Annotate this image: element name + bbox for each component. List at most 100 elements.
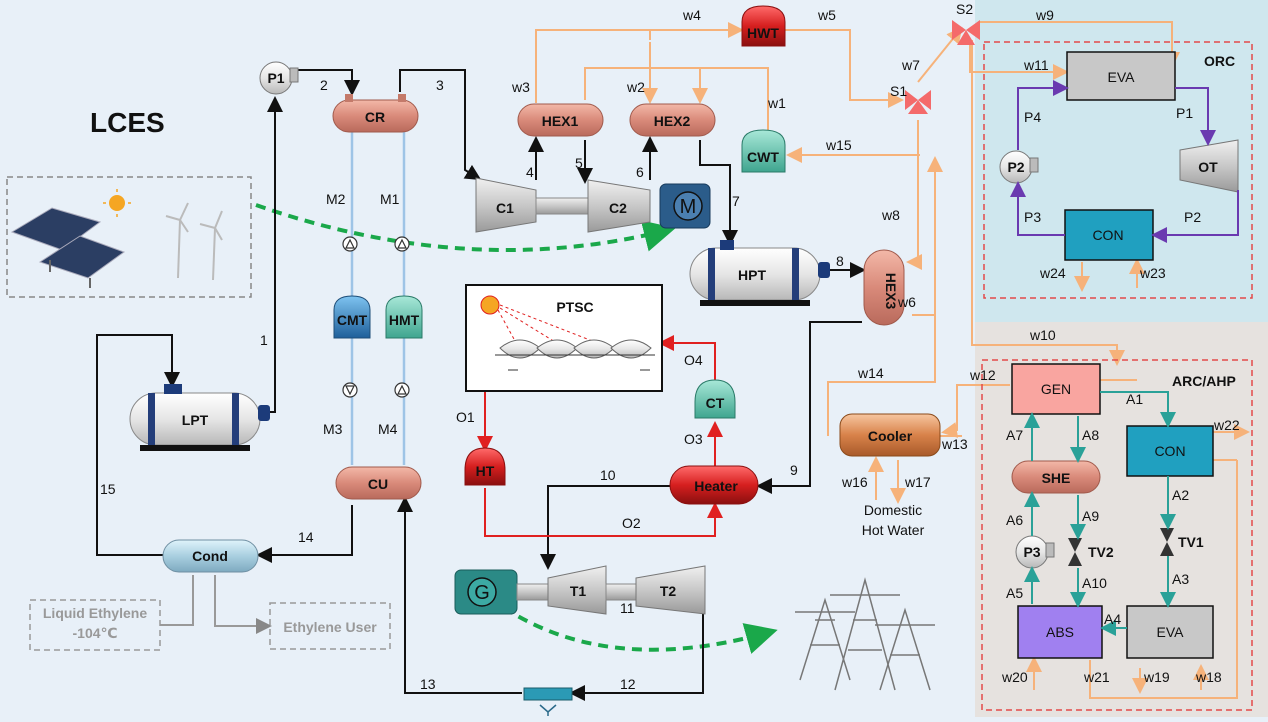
compressor-c2: C2 <box>587 179 651 233</box>
heat-exchanger-cu: CU <box>335 466 422 500</box>
svg-text:HEX3: HEX3 <box>883 273 899 310</box>
m-pumps <box>342 236 410 398</box>
hot-medium-tank-hmt: HMT <box>385 295 423 339</box>
svg-text:w6: w6 <box>897 294 916 310</box>
svg-text:Heater: Heater <box>694 478 738 494</box>
svg-text:P2: P2 <box>1007 159 1024 175</box>
svg-text:Cond: Cond <box>192 548 228 564</box>
oil-lines <box>477 335 723 537</box>
splitter-s2: S2 <box>952 1 980 45</box>
svg-text:A10: A10 <box>1082 575 1107 591</box>
svg-text:M2: M2 <box>326 191 346 207</box>
svg-text:G: G <box>474 582 490 604</box>
heat-exchanger-hex3: HEX3 <box>863 249 905 326</box>
svg-text:13: 13 <box>420 676 436 692</box>
svg-text:8: 8 <box>836 253 844 269</box>
arc-generator: GEN <box>1011 363 1101 415</box>
arc-absorber: ABS <box>1017 605 1103 659</box>
svg-text:O3: O3 <box>684 431 703 447</box>
svg-text:A4: A4 <box>1104 611 1121 627</box>
svg-text:w15: w15 <box>825 137 852 153</box>
svg-text:CT: CT <box>706 395 725 411</box>
process-lines <box>96 69 866 701</box>
pump-p1: P1 <box>259 61 299 95</box>
svg-text:A6: A6 <box>1006 512 1023 528</box>
svg-text:P3: P3 <box>1023 544 1040 560</box>
svg-text:15: 15 <box>100 481 116 497</box>
svg-text:w18: w18 <box>1195 669 1222 685</box>
svg-text:M: M <box>680 196 697 218</box>
arc-pump-p3: P3 <box>1015 535 1055 569</box>
svg-text:Cooler: Cooler <box>868 428 913 444</box>
svg-text:9: 9 <box>790 462 798 478</box>
svg-text:P3: P3 <box>1024 209 1041 225</box>
svg-text:10: 10 <box>600 467 616 483</box>
hot-water-lines <box>535 21 1250 699</box>
sun-icon <box>103 189 131 217</box>
svg-text:A9: A9 <box>1082 508 1099 524</box>
svg-text:7: 7 <box>732 193 740 209</box>
svg-text:11: 11 <box>620 600 635 616</box>
svg-text:w7: w7 <box>901 57 920 73</box>
svg-text:w24: w24 <box>1039 265 1066 281</box>
svg-text:EVA: EVA <box>1157 624 1185 640</box>
ethylene-user-label: Ethylene User <box>283 619 377 635</box>
svg-text:w20: w20 <box>1001 669 1028 685</box>
svg-text:HEX1: HEX1 <box>542 113 579 129</box>
cold-tank-ct: CT <box>694 379 736 419</box>
svg-text:ABS: ABS <box>1046 624 1074 640</box>
svg-text:O1: O1 <box>456 409 475 425</box>
svg-text:TV1: TV1 <box>1178 534 1204 550</box>
svg-text:w4: w4 <box>682 7 701 23</box>
svg-text:SHE: SHE <box>1042 470 1071 486</box>
compressor-c1: C1 <box>475 177 589 233</box>
svg-text:HWT: HWT <box>747 25 779 41</box>
svg-text:CU: CU <box>368 476 388 492</box>
svg-text:HMT: HMT <box>389 312 420 328</box>
collector-troughs <box>495 339 655 371</box>
air-cooler-icon <box>523 687 573 716</box>
svg-text:A2: A2 <box>1172 487 1189 503</box>
svg-text:P4: P4 <box>1024 109 1041 125</box>
turbine-t1: T1 <box>516 565 607 615</box>
ethylene-lines <box>160 575 272 634</box>
svg-text:P1: P1 <box>267 70 284 86</box>
svg-text:A7: A7 <box>1006 427 1023 443</box>
arc-valve-tv1: TV1 <box>1160 528 1204 556</box>
arc-title: ARC/AHP <box>1172 373 1236 389</box>
liquid-ethylene-label: Liquid Ethylene-104℃ <box>43 605 147 641</box>
svg-text:P2: P2 <box>1184 209 1201 225</box>
generator-g: G <box>454 569 518 615</box>
cold-water-tank-cwt: CWT <box>741 129 786 173</box>
svg-text:w16: w16 <box>841 474 868 490</box>
svg-text:CR: CR <box>365 109 385 125</box>
svg-text:2: 2 <box>320 77 328 93</box>
orc-box <box>983 41 1253 299</box>
svg-text:w21: w21 <box>1083 669 1110 685</box>
svg-text:GEN: GEN <box>1041 381 1071 397</box>
svg-text:w9: w9 <box>1035 7 1054 23</box>
svg-text:LPT: LPT <box>182 412 209 428</box>
svg-text:M4: M4 <box>378 421 398 437</box>
svg-text:A3: A3 <box>1172 571 1189 587</box>
orc-title: ORC <box>1204 53 1235 69</box>
orc-lines <box>1010 80 1239 243</box>
svg-text:12: 12 <box>620 676 636 692</box>
svg-text:3: 3 <box>436 77 444 93</box>
condenser-cond: Cond <box>162 539 259 573</box>
svg-text:M1: M1 <box>380 191 400 207</box>
hot-tank-ht: HT <box>464 447 506 486</box>
power-input-flow <box>255 203 676 252</box>
svg-text:w1: w1 <box>767 95 786 111</box>
svg-text:HPT: HPT <box>738 267 766 283</box>
svg-text:CON: CON <box>1154 443 1185 459</box>
svg-text:C1: C1 <box>496 200 514 216</box>
cold-medium-tank-cmt: CMT <box>333 295 371 339</box>
heat-exchanger-cr: CR <box>332 94 419 133</box>
svg-text:w2: w2 <box>626 79 645 95</box>
stream-labels: 1 2 3 4 5 6 7 8 9 10 11 12 13 14 15 M1 M… <box>100 7 1240 692</box>
wind-turbine-icon <box>165 202 223 281</box>
